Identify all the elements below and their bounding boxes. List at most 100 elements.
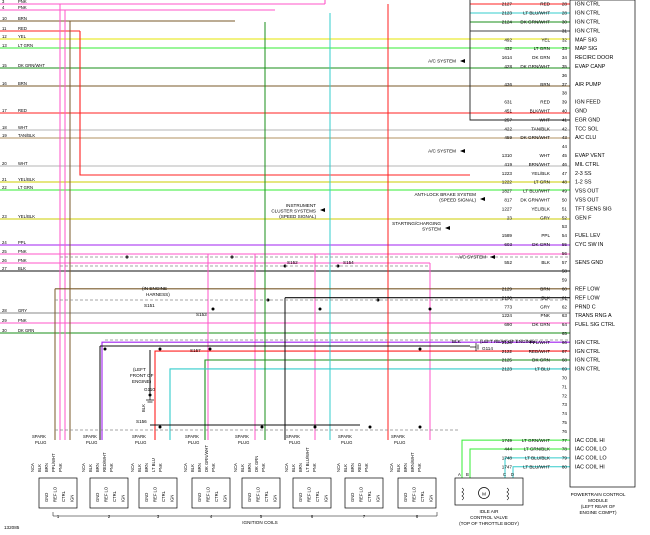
coil-pin-label: REF LO bbox=[359, 486, 364, 502]
pcm-wire-color: LT BLU/BLK bbox=[525, 456, 551, 461]
pcm-circuit-number: 1227 bbox=[502, 206, 513, 211]
splice-dot bbox=[158, 347, 162, 351]
coil-pin-label: IGN bbox=[376, 495, 381, 502]
iac-title-2: CONTROL VALVE bbox=[470, 515, 508, 520]
coil-pin-label: GND bbox=[44, 493, 49, 502]
pcm-pin-number: 66 bbox=[562, 340, 568, 345]
coil-control-wire bbox=[154, 350, 570, 440]
pcm-circuit-number: 444 bbox=[504, 447, 512, 452]
coil-wire-color: BRN bbox=[403, 463, 408, 472]
ground-icon bbox=[146, 393, 154, 403]
pcm-wire-color: RED bbox=[540, 2, 550, 7]
pcm-pin-label: IGN CTRL bbox=[575, 20, 600, 26]
spark-plug-label: PLUG bbox=[135, 440, 146, 445]
pcm-pin-number: 72 bbox=[562, 393, 568, 398]
pcm-pin-label: EGR GND bbox=[575, 117, 600, 123]
pcm-pin-number: 74 bbox=[562, 411, 568, 416]
iac-title-3: (TOP OF THROTTLE BODY) bbox=[459, 521, 519, 526]
pcm-pin-number: 76 bbox=[562, 429, 568, 434]
arrow-icon bbox=[445, 226, 450, 230]
pcm-pin-label: CYC SW IN bbox=[575, 242, 604, 248]
coil-number: 8 bbox=[416, 514, 419, 519]
coil-wire-color: NCA bbox=[336, 463, 341, 472]
pcm-circuit-number: 257 bbox=[504, 117, 512, 122]
spark-plug-label: SPARK bbox=[83, 434, 97, 439]
left-wire-color: BRN bbox=[18, 16, 27, 21]
figure-id: 132085 bbox=[4, 525, 20, 530]
coil-wire-color: BLK bbox=[343, 464, 348, 472]
pcm-wire-color: GRY bbox=[540, 304, 550, 309]
pcm-wire-color: LT BLU/WHT bbox=[523, 11, 550, 16]
system-arrow-label: A/C SYSTEM bbox=[428, 59, 456, 64]
pcm-pin-number: 79 bbox=[562, 456, 568, 461]
coil-pin-label: IGN bbox=[324, 495, 329, 502]
pcm-wire-color: DK GRN/WHT bbox=[520, 135, 550, 140]
pcm-wire-color: LT GRN bbox=[534, 46, 550, 51]
pcm-wire-color: TAN/BLK bbox=[531, 126, 551, 131]
pcm-pin-number: 67 bbox=[562, 349, 568, 354]
pcm-pin-label: IAC COIL LO bbox=[575, 447, 607, 453]
pcm-circuit-number: 552 bbox=[504, 260, 512, 265]
coil-wire-color: NCA bbox=[284, 463, 289, 472]
pcm-wire-color: BLK bbox=[541, 260, 551, 265]
pcm-title-line-2: MODULE bbox=[588, 498, 608, 503]
pcm-pin-label: MAP SIG bbox=[575, 46, 597, 52]
iac-wire bbox=[512, 466, 570, 478]
iac-title-1: IDLE AIR bbox=[480, 509, 500, 514]
spark-plug-label: PLUG bbox=[341, 440, 352, 445]
pcm-circuit-number: 1827 bbox=[502, 189, 513, 194]
coil-wire-color: LT BLU/WHT bbox=[305, 447, 310, 472]
system-arrow-label: A/C SYSTEM bbox=[458, 255, 486, 260]
coil-pin-label: CTRL bbox=[161, 490, 166, 502]
pcm-pin-label: IGN CTRL bbox=[575, 367, 600, 373]
pcm-pin-label: IGN CTRL bbox=[575, 358, 600, 364]
wire bbox=[469, 0, 570, 121]
left-wire-color: PNK bbox=[18, 0, 27, 4]
left-wire-color: YEL/BLK bbox=[18, 177, 35, 182]
coil-wire-color: BLK bbox=[240, 464, 245, 472]
pcm-pin-label: MIL CTRL bbox=[575, 162, 599, 168]
coil-box bbox=[191, 477, 231, 509]
spark-plug-label: SPARK bbox=[286, 434, 300, 439]
pcm-wire-color: DK GRN/WHT bbox=[520, 20, 550, 25]
splice-dot bbox=[158, 425, 162, 429]
coil-pin-label: GND bbox=[298, 493, 303, 502]
pcm-pin-number: 40 bbox=[562, 109, 568, 114]
left-wire-number: 22 bbox=[2, 185, 7, 190]
coil-pin-label: REF LO bbox=[104, 486, 109, 502]
coil-wire-color: BRN bbox=[298, 463, 303, 472]
coil-wire-color: PNK bbox=[109, 463, 114, 472]
pcm-wire-color: YEL/BLK bbox=[531, 171, 551, 176]
pcm-pin-label: REF LOW bbox=[575, 287, 600, 293]
left-wire-number: 19 bbox=[2, 133, 7, 138]
pcm-wire-color: DK GRN bbox=[532, 358, 550, 363]
pcm-wire-color: LT GRN/BLK bbox=[524, 447, 551, 452]
pcm-circuit-number: 1749 bbox=[502, 438, 513, 443]
pcm-pin-label: RECIRC DOOR bbox=[575, 55, 613, 61]
left-wire-number: 29 bbox=[2, 318, 7, 323]
coil-wire-color: NCA bbox=[81, 463, 86, 472]
coil-wire-color: BLK bbox=[88, 464, 93, 472]
coil-box bbox=[89, 477, 129, 509]
dashed-shield-layer bbox=[55, 256, 570, 431]
coil-box bbox=[241, 477, 281, 509]
coil-wire-color: PNK bbox=[211, 463, 216, 472]
coil-pin-label: CTRL bbox=[214, 490, 219, 502]
splice-s153: S153 bbox=[196, 312, 207, 317]
pcm-pin-label: IGN CTRL bbox=[575, 340, 600, 346]
pcm-wire-color: LT BLU/WHT bbox=[523, 465, 550, 470]
pcm-circuit-number: 2124 bbox=[502, 20, 513, 25]
coil-wire-color: PNK bbox=[261, 463, 266, 472]
system-arrow-label: ANTI-LOCK BRAKE SYSTEM bbox=[414, 192, 476, 197]
coil-pin-label: REF LO bbox=[256, 486, 261, 502]
coil-wire-color: BLK bbox=[137, 464, 142, 472]
iac-pin-c: C bbox=[503, 472, 506, 477]
spark-plug-label: PLUG bbox=[35, 440, 46, 445]
pcm-pin-number: 57 bbox=[562, 260, 568, 265]
ground-g110: G110 bbox=[144, 387, 155, 392]
coil-pin-label: GND bbox=[144, 493, 149, 502]
splice-dot bbox=[428, 307, 432, 311]
pcm-pin-number: 43 bbox=[562, 135, 568, 140]
